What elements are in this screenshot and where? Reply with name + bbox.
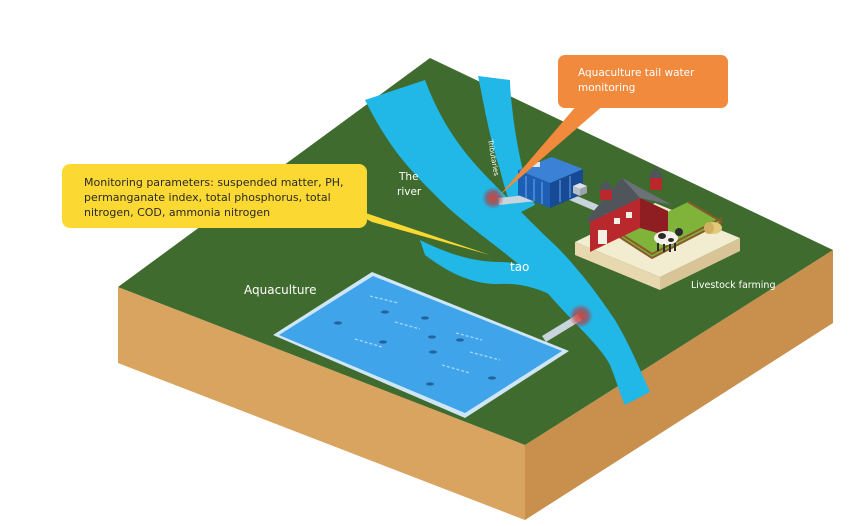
barn-door <box>598 230 607 244</box>
aquaculture-label: Aquaculture <box>244 283 316 297</box>
monitoring-point-icon <box>569 304 593 328</box>
aquaculture-pond <box>273 272 569 418</box>
building-windows <box>525 176 571 204</box>
fish-group <box>334 310 496 386</box>
fish-icon <box>488 376 496 380</box>
farm-base-front <box>660 238 740 290</box>
fish-icon <box>426 382 434 386</box>
river-label-line-2: river <box>397 186 422 198</box>
livestock-label: Livestock farming <box>691 280 775 291</box>
pasture <box>618 202 722 258</box>
fish-icon <box>429 350 437 354</box>
parameters-line-2: permanganate index, total phosphorus, to… <box>84 191 331 204</box>
barn-window <box>614 218 620 224</box>
tao-label: tao <box>510 260 529 274</box>
fish-icon <box>379 340 387 344</box>
grass-top <box>118 58 833 445</box>
barn-window <box>626 212 632 218</box>
callout-box <box>558 55 728 108</box>
livestock-farm <box>575 166 740 290</box>
tail-water-callout: Aquaculture tail water monitoring <box>500 55 728 195</box>
river-label-line-1: The <box>398 171 419 183</box>
tail-water-line-1: Aquaculture tail water <box>578 67 695 79</box>
cow-body <box>654 231 678 245</box>
barn-roof-front <box>586 178 640 222</box>
barn-icon <box>586 166 672 252</box>
ripple <box>455 332 483 341</box>
terrain-block <box>118 58 833 520</box>
tail-water-line-2: monitoring <box>578 82 635 94</box>
cube-icon <box>573 183 587 196</box>
monitoring-point-icon <box>482 187 504 209</box>
soil-side <box>525 250 833 520</box>
fish-icon <box>334 321 342 325</box>
cow-spot <box>658 233 666 239</box>
fish-icon <box>421 316 429 320</box>
fish-icon <box>428 335 436 339</box>
parameters-line-1: Monitoring parameters: suspended matter,… <box>84 176 343 189</box>
river-mouth <box>420 240 560 300</box>
soil-front <box>118 287 525 520</box>
fish-icon <box>381 310 389 314</box>
cupola-right-roof <box>648 166 664 178</box>
parameters-line-3: nitrogen, COD, ammonia nitrogen <box>84 206 270 219</box>
ripple <box>394 321 421 330</box>
callout-box <box>62 164 367 228</box>
barn-side <box>640 198 668 236</box>
building-icon <box>518 157 583 208</box>
fish-icon <box>456 338 464 342</box>
cow-spot <box>668 238 674 242</box>
callout-pointer <box>336 203 490 255</box>
building-side <box>550 169 583 208</box>
farm-base-side <box>575 242 660 290</box>
cow-head <box>675 228 683 236</box>
ripple <box>469 351 501 361</box>
fence <box>617 201 723 260</box>
ripple-group <box>354 295 501 374</box>
cupola-left-roof <box>598 180 614 190</box>
callout-pointer <box>500 104 605 195</box>
building-roof <box>518 157 583 183</box>
hay-bale <box>704 222 722 234</box>
cow-icon <box>654 228 683 252</box>
monitoring-parameters-callout: Monitoring parameters: suspended matter,… <box>62 164 490 255</box>
